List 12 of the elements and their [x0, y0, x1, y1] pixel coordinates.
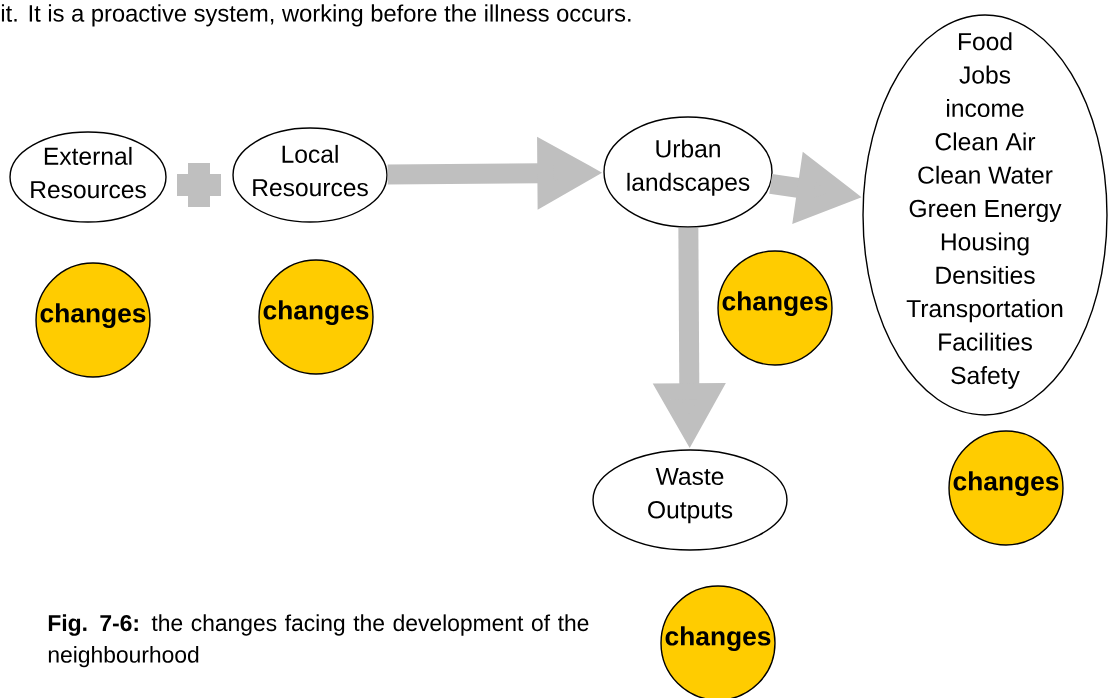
oval-node: Waste Outputs: [592, 449, 788, 551]
circle-node: changes: [948, 430, 1064, 546]
oval-node: Food Jobs income Clean Air Clean Water Green Energy Housing Densities Transportation Facilities Safety: [862, 14, 1108, 416]
figure-caption: Fig. 7-6: the changes facing the development of the neighbourhood: [48, 614, 589, 668]
oval-node: Urban landscapes: [603, 116, 773, 228]
circle-node: changes: [717, 250, 833, 366]
body-text: it. It is a proactive system, working before the illness occurs.: [1, 4, 631, 27]
oval-node: External Resources: [9, 131, 167, 223]
circle-node: changes: [35, 262, 151, 378]
circle-node: changes: [258, 259, 374, 375]
circle-node: changes: [660, 585, 776, 698]
oval-node: Local Resources: [232, 127, 388, 223]
